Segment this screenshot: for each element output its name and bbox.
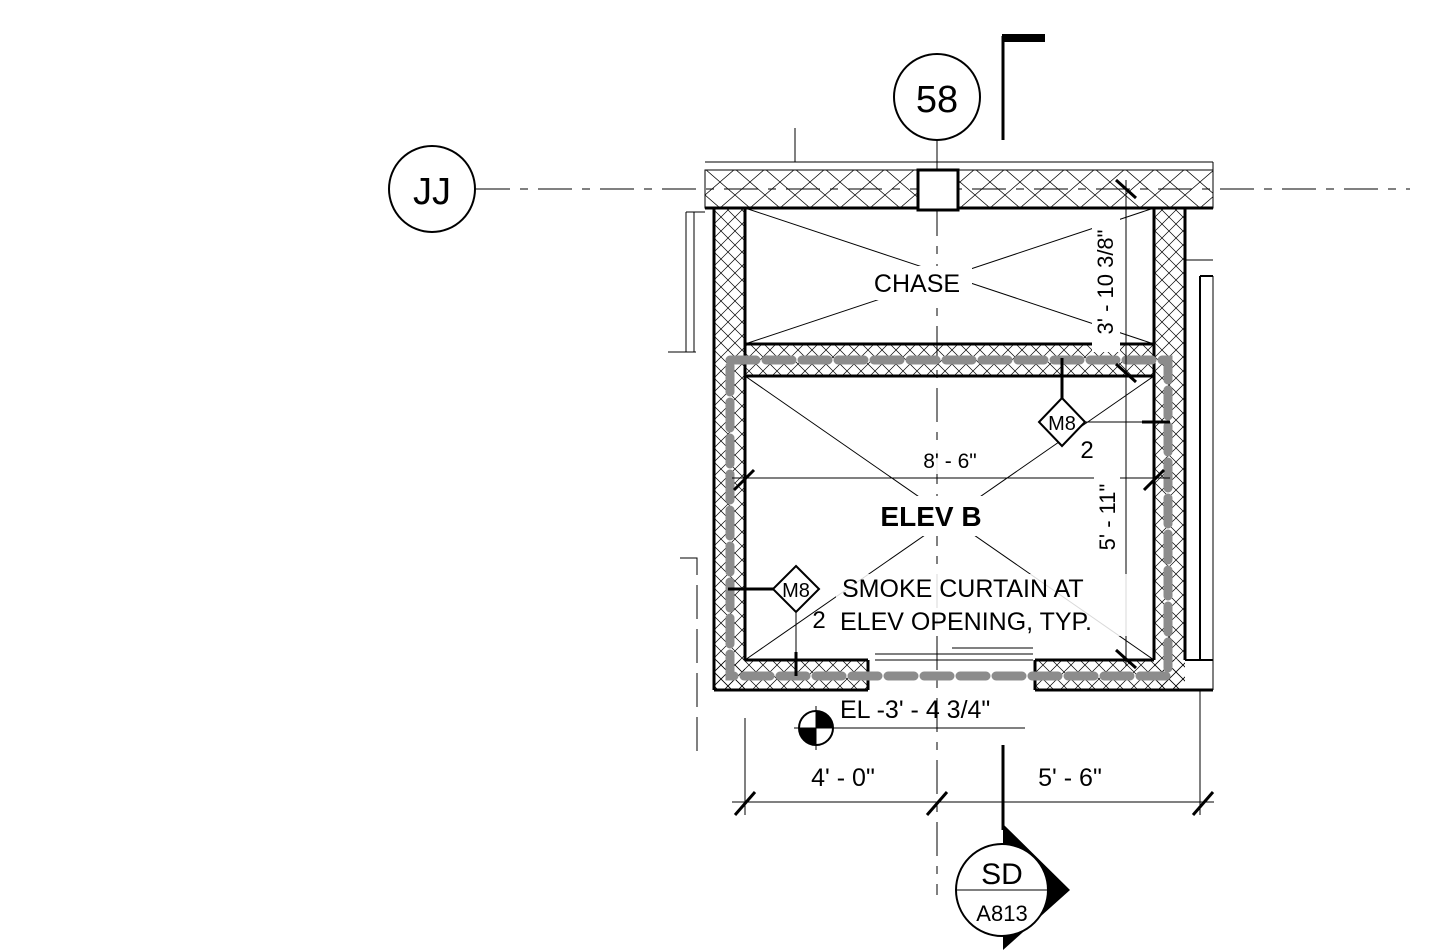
corner-marker bbox=[1001, 34, 1045, 140]
grid-label-58: 58 bbox=[916, 79, 958, 121]
bottom-wall bbox=[714, 647, 1185, 690]
section-id: SD bbox=[981, 858, 1023, 891]
smoke-curtain-note: SMOKE CURTAIN AT ELEV OPENING, TYP. bbox=[836, 574, 1142, 636]
dimension-bottom: 4' - 0" 5' - 6" bbox=[732, 690, 1215, 816]
dimension-elev-depth-label: 5' - 11" bbox=[1095, 484, 1120, 551]
note-line-2: ELEV OPENING, TYP. bbox=[840, 608, 1092, 636]
grid-label-jj: JJ bbox=[413, 171, 451, 213]
elevation-marker: EL -3' - 4 3/4" bbox=[794, 696, 1025, 750]
section-marker: SD A813 bbox=[955, 745, 1070, 950]
left-side-elements bbox=[668, 211, 705, 760]
chase-room: CHASE bbox=[744, 207, 1155, 345]
elevation-label: EL -3' - 4 3/4" bbox=[840, 696, 990, 724]
section-sheet: A813 bbox=[976, 901, 1027, 926]
dimension-elev-width: 8' - 6" bbox=[732, 446, 1170, 492]
dimension-left-offset-label: 4' - 0" bbox=[811, 764, 875, 792]
dimension-elev-width-label: 8' - 6" bbox=[923, 450, 976, 473]
note-line-1: SMOKE CURTAIN AT bbox=[842, 575, 1084, 603]
tag-lower: M8 2 bbox=[728, 564, 826, 676]
elevator-label: ELEV B bbox=[880, 501, 981, 532]
right-side-elements bbox=[1185, 162, 1214, 690]
elevator-room: ELEV B bbox=[744, 375, 1155, 661]
tag-upper-number: 2 bbox=[1080, 437, 1093, 464]
tag-upper-code: M8 bbox=[1048, 413, 1076, 435]
tag-upper: M8 2 bbox=[1037, 358, 1170, 464]
chase-label: CHASE bbox=[874, 270, 960, 298]
tag-lower-code: M8 bbox=[782, 580, 810, 602]
dimension-chase-depth-label: 3' - 10 3/8" bbox=[1093, 230, 1118, 335]
column bbox=[916, 168, 960, 212]
top-wall bbox=[704, 128, 1214, 212]
dimension-vertical: 3' - 10 3/8" 5' - 11" bbox=[1092, 178, 1138, 670]
tag-lower-number: 2 bbox=[812, 607, 825, 634]
smoke-curtain-outline bbox=[725, 355, 1173, 681]
dimension-right-offset-label: 5' - 6" bbox=[1038, 764, 1102, 792]
